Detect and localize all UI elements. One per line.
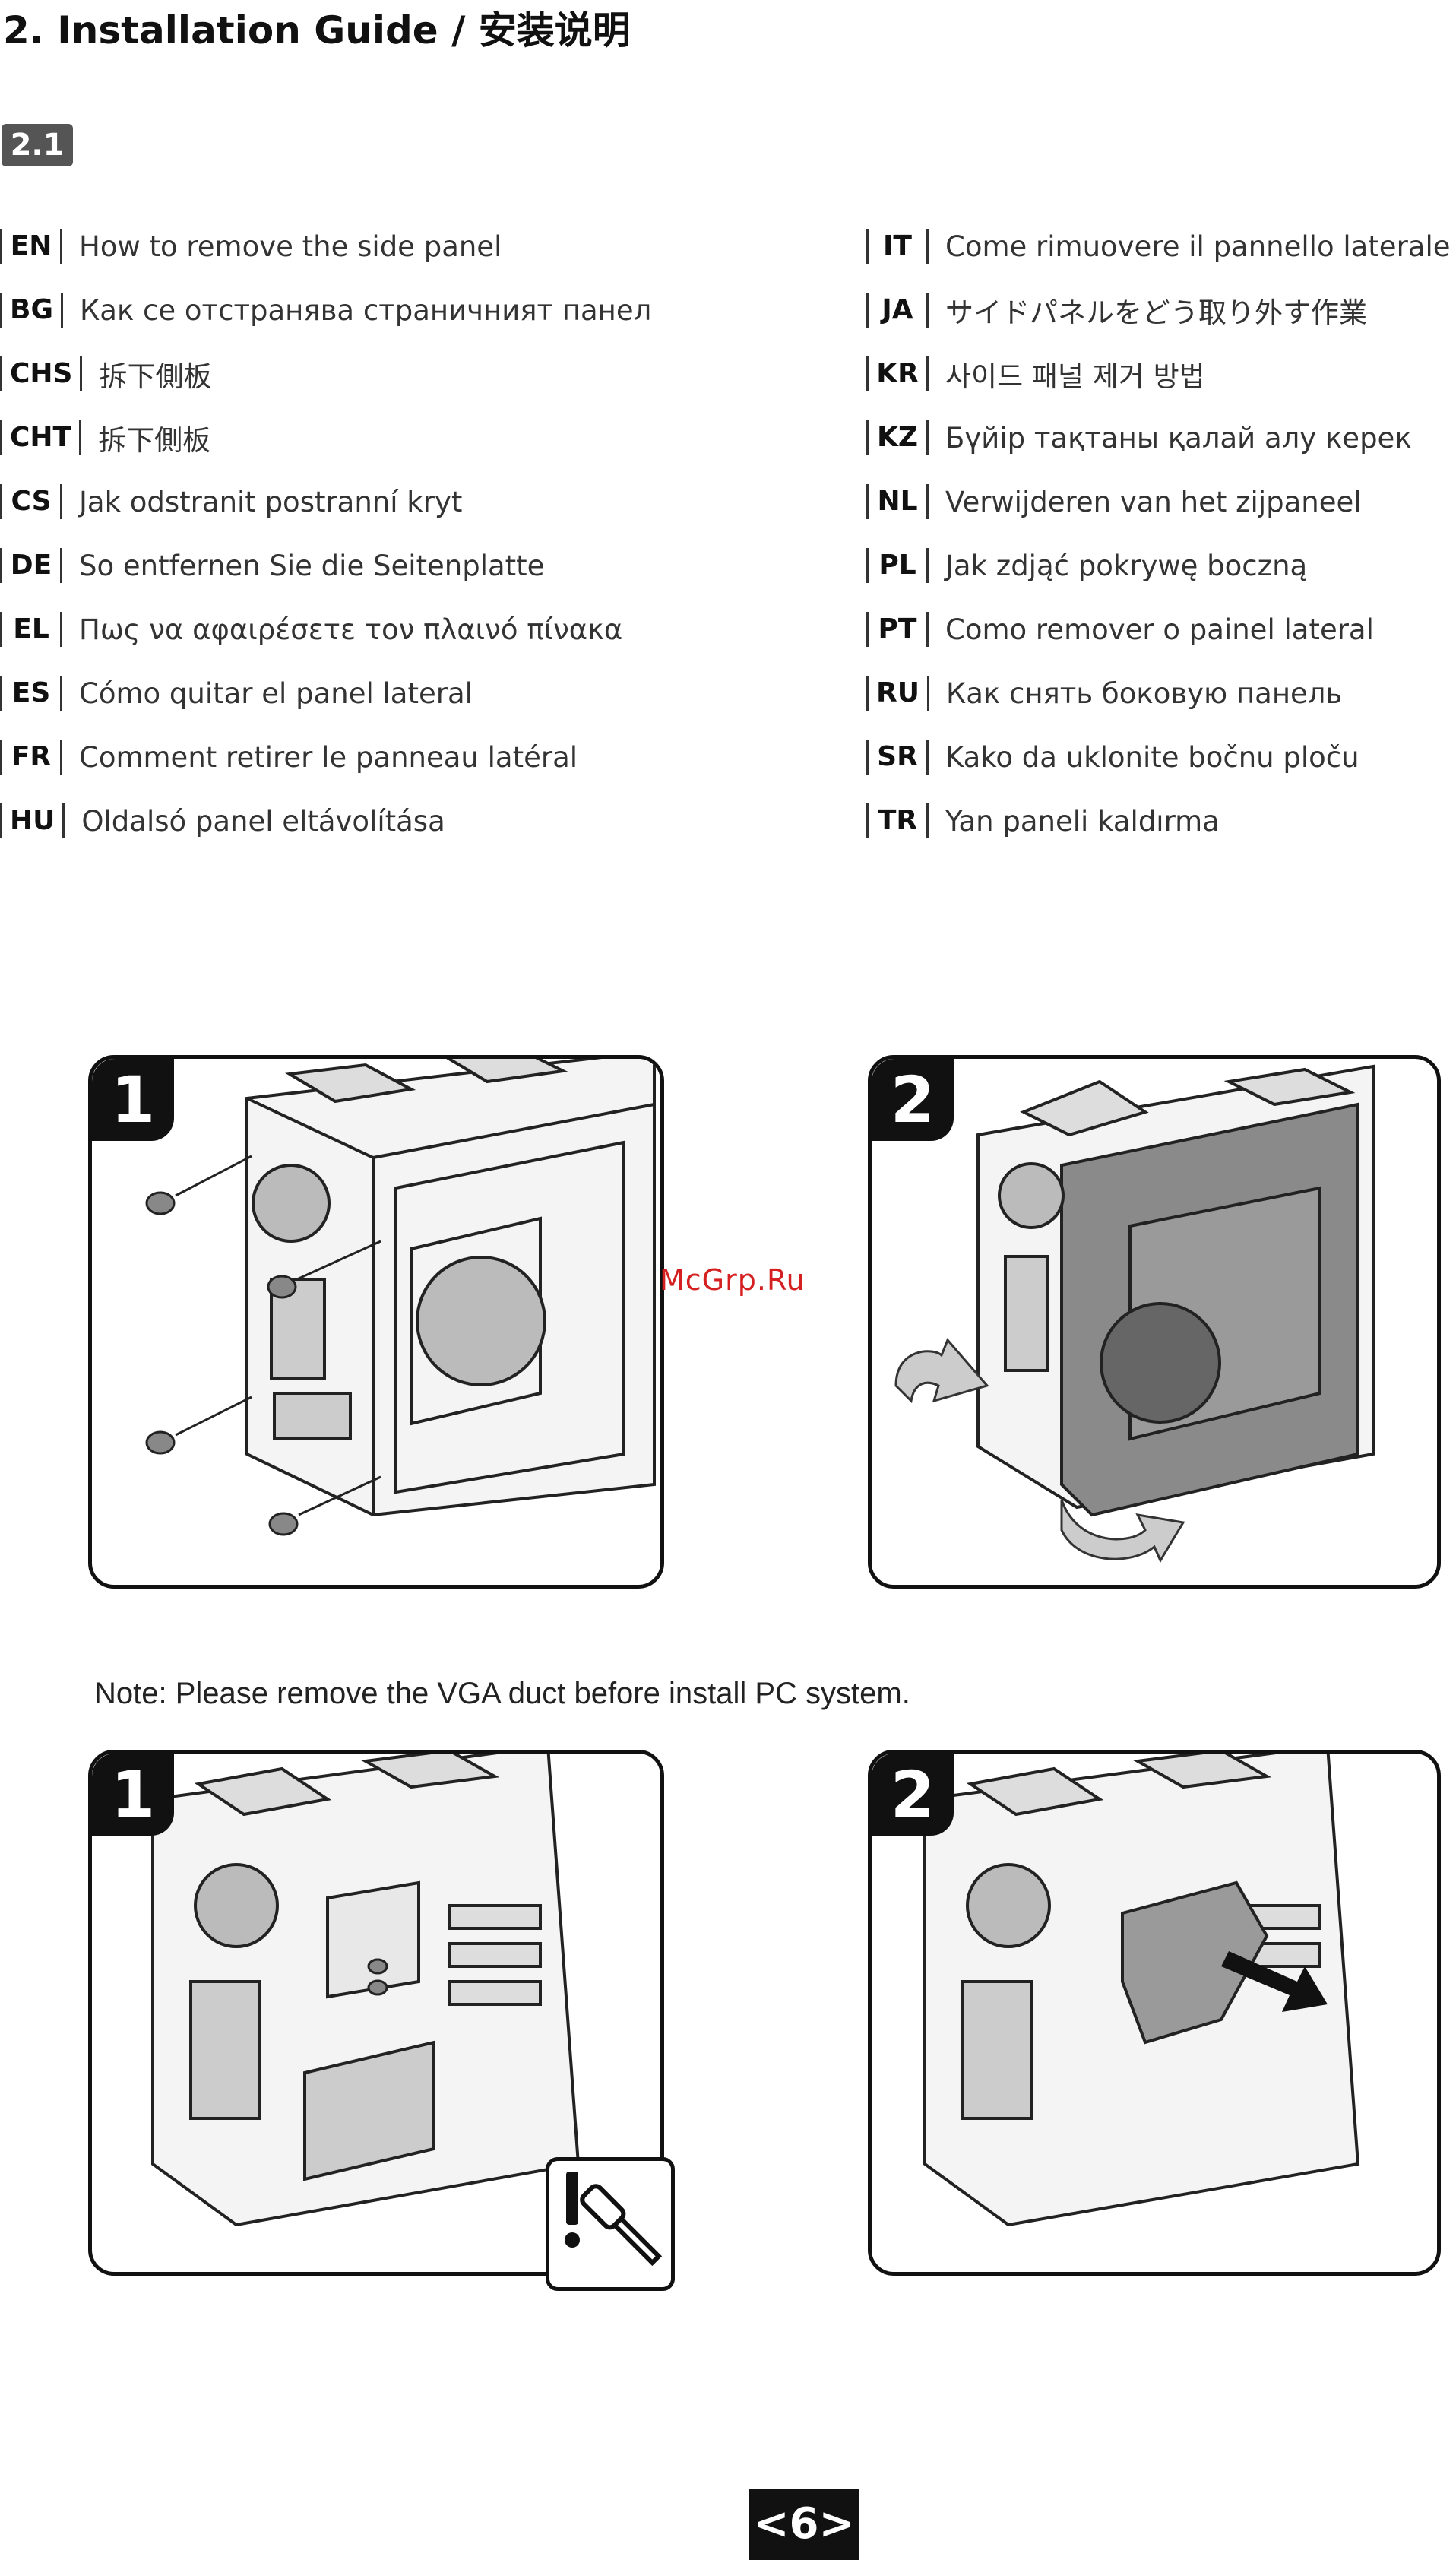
curved-arrow-icon xyxy=(894,1338,1185,1564)
language-item: JA サイドパネルをどう取り外す作業 xyxy=(866,278,1456,342)
figure-panel-remove-screws: 1 xyxy=(88,1055,664,1589)
exclamation-screwdriver-icon xyxy=(546,2157,675,2291)
watermark-text: McGrp.Ru xyxy=(660,1263,806,1297)
language-item: CS Jak odstranit postranní kryt xyxy=(0,470,760,534)
language-text: Πως να αφαιρέσετε τον πλαινό πίνακα xyxy=(79,613,623,646)
language-code: RU xyxy=(866,676,929,711)
language-item: PL Jak zdjąć pokrywę boczną xyxy=(866,534,1456,597)
language-text: Yan paneli kaldırma xyxy=(945,804,1220,838)
language-text: How to remove the side panel xyxy=(79,230,502,263)
language-item: EN How to remove the side panel xyxy=(0,214,760,278)
language-code: CHT xyxy=(0,420,82,455)
language-text: Как снять боковую панель xyxy=(945,676,1343,710)
page-number: <6> xyxy=(749,2489,859,2560)
language-code: TR xyxy=(866,803,929,838)
language-text: Cómo quitar el panel lateral xyxy=(79,676,473,710)
step-number-badge: 1 xyxy=(92,1754,174,1836)
language-text: Verwijderen van het zijpaneel xyxy=(945,485,1362,518)
removal-arrow-icon xyxy=(1221,1951,1328,2012)
language-item: NL Verwijderen van het zijpaneel xyxy=(866,470,1456,534)
step-number-badge: 2 xyxy=(872,1059,954,1141)
language-code: EL xyxy=(0,612,62,647)
language-text: Jak zdjąć pokrywę boczną xyxy=(945,549,1308,582)
language-code: PL xyxy=(866,548,929,583)
language-item: CHS 拆下側板 xyxy=(0,342,760,406)
screwdriver-icon xyxy=(565,2172,663,2267)
language-list-right: IT Come rimuovere il pannello laterale JA… xyxy=(866,214,1456,853)
case-screws-illustration xyxy=(145,1059,656,1536)
language-text: 拆下側板 xyxy=(99,360,212,393)
figure-panel-remove-vga-duct: 2 xyxy=(868,1750,1441,2276)
language-code: SR xyxy=(866,740,929,775)
language-code: CS xyxy=(0,484,62,519)
language-text: Как се отстранява страничният панел xyxy=(80,293,652,327)
step-number-badge: 2 xyxy=(872,1754,954,1836)
language-item: RU Как снять боковую панель xyxy=(866,661,1456,725)
language-text: Kako da uklonite bočnu ploču xyxy=(945,740,1359,774)
language-code: PT xyxy=(866,612,929,647)
page-title: 2. Installation Guide / 安装说明 xyxy=(3,8,631,52)
language-text: Comment retirer le panneau latéral xyxy=(79,740,578,774)
language-code: DE xyxy=(0,548,62,583)
case-interior-illustration xyxy=(151,1754,581,2227)
case-side-panel-illustration xyxy=(894,1064,1375,1564)
language-code: HU xyxy=(0,803,65,838)
language-item: FR Comment retirer le panneau latéral xyxy=(0,725,760,789)
language-code: JA xyxy=(866,293,929,328)
language-text: So entfernen Sie die Seitenplatte xyxy=(79,549,545,582)
language-code: BG xyxy=(0,293,63,328)
language-item: PT Como remover o painel lateral xyxy=(866,597,1456,661)
language-list-left: EN How to remove the side panel BG Как се … xyxy=(0,214,760,853)
step-number-badge: 1 xyxy=(92,1059,174,1141)
language-text: Jak odstranit postranní kryt xyxy=(79,485,463,518)
language-text: 拆下側板 xyxy=(98,424,211,457)
language-item: EL Πως να αφαιρέσετε τον πλαινό πίνακα xyxy=(0,597,760,661)
language-item: CHT 拆下側板 xyxy=(0,406,760,470)
figure-panel-slide-panel: 2 xyxy=(868,1055,1441,1589)
language-code: KR xyxy=(866,356,929,391)
language-text: サイドパネルをどう取り外す作業 xyxy=(945,296,1367,329)
language-code: NL xyxy=(866,484,929,519)
language-item: TR Yan paneli kaldırma xyxy=(866,789,1456,853)
language-item: DE So entfernen Sie die Seitenplatte xyxy=(0,534,760,597)
language-text: Бүйір тақтаны қалай алу керек xyxy=(945,421,1412,455)
language-text: Como remover o painel lateral xyxy=(945,613,1374,646)
language-code: EN xyxy=(0,229,62,264)
language-text: 사이드 패널 제거 방법 xyxy=(945,360,1205,393)
language-code: KZ xyxy=(866,420,929,455)
section-number-badge: 2.1 xyxy=(2,124,73,166)
language-item: IT Come rimuovere il pannello laterale xyxy=(866,214,1456,278)
language-item: KZ Бүйір тақтаны қалай алу керек xyxy=(866,406,1456,470)
language-item: KR 사이드 패널 제거 방법 xyxy=(866,342,1456,406)
language-code: CHS xyxy=(0,356,83,391)
language-text: Come rimuovere il pannello laterale xyxy=(945,230,1451,263)
installation-note: Note: Please remove the VGA duct before … xyxy=(94,1677,910,1710)
language-item: HU Oldalsó panel eltávolítása xyxy=(0,789,760,853)
vga-duct-removal-illustration xyxy=(923,1754,1360,2227)
language-item: BG Как се отстранява страничният панел xyxy=(0,278,760,342)
language-text: Oldalsó panel eltávolítása xyxy=(81,804,445,838)
language-code: FR xyxy=(0,740,62,775)
language-item: SR Kako da uklonite bočnu ploču xyxy=(866,725,1456,789)
language-item: ES Cómo quitar el panel lateral xyxy=(0,661,760,725)
language-code: ES xyxy=(0,676,62,711)
language-code: IT xyxy=(866,229,929,264)
